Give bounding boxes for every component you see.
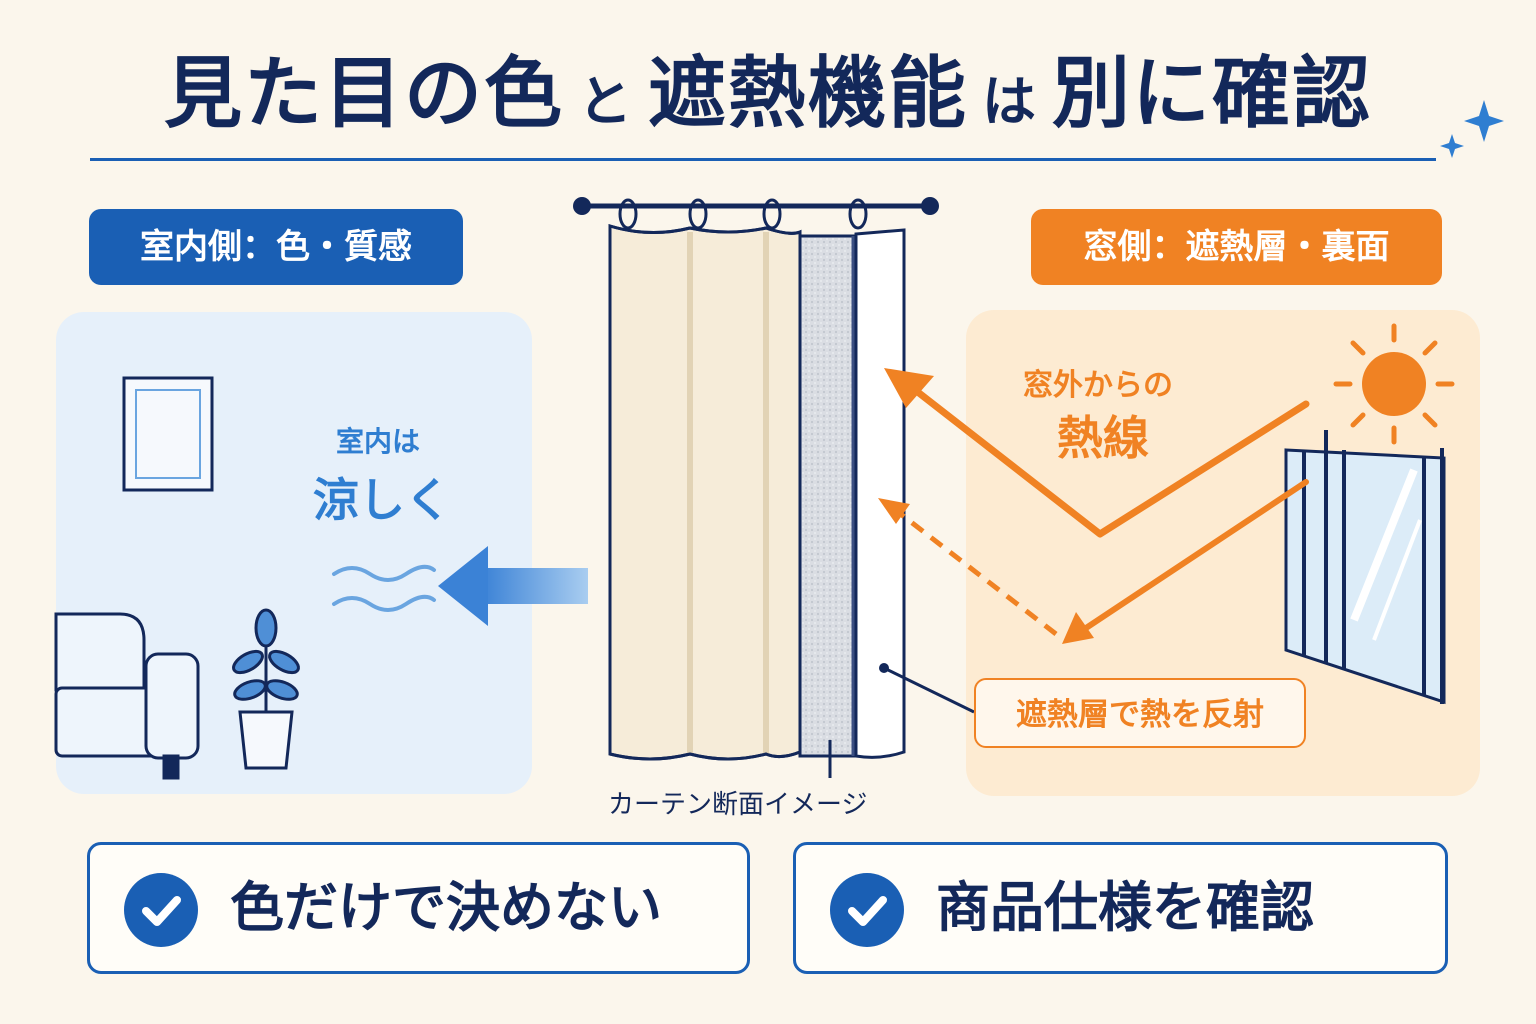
title-part-check: 別に確認 — [1052, 49, 1373, 139]
reflected-heat-dashed-arrow — [896, 510, 1058, 636]
title-part-heat: 遮熱機能 — [647, 49, 968, 139]
indoor-side-tag: 室内側：色・質感 — [89, 209, 463, 285]
sparkle-icon — [1440, 100, 1504, 158]
reflected-heat-arrowhead — [878, 498, 910, 524]
check-circle-icon — [124, 873, 198, 947]
heat-ray-arrowhead — [884, 368, 934, 408]
heat-ray-label-small: 窓外からの — [1023, 368, 1173, 403]
cool-air-arrow-icon — [438, 546, 588, 626]
curtain-caption: カーテン断面イメージ — [608, 790, 868, 820]
heat-ray-to-curtain-icon — [1077, 479, 1309, 635]
cool-air-wave-icon — [332, 564, 436, 612]
check-card-spec: 商品仕様を確認 — [793, 842, 1448, 974]
check-label: 色だけで決めない — [230, 876, 662, 939]
cool-label-big: 涼しく — [313, 473, 451, 527]
curtain-icon — [608, 223, 802, 761]
window-side-tag: 窓側：遮熱層・裏面 — [1031, 209, 1442, 285]
window-icon — [1284, 430, 1446, 705]
picture-frame-icon — [122, 376, 214, 492]
reflect-label-box: 遮熱層で熱を反射 — [974, 678, 1306, 748]
title-divider — [90, 158, 1436, 161]
cool-label-small: 室内は — [336, 425, 421, 458]
heat-ray-label-big: 熱線 — [1057, 411, 1149, 465]
sun-icon — [1333, 323, 1455, 445]
title-part-color: 見た目の色 — [163, 49, 564, 139]
check-card-color: 色だけで決めない — [87, 842, 750, 974]
heat-shield-layer — [798, 234, 857, 758]
title-particle-to: と — [577, 70, 634, 133]
check-circle-icon — [830, 873, 904, 947]
sofa-icon — [54, 612, 200, 780]
title-particle-wa: は — [982, 70, 1038, 133]
heat-ray-arrow-icon — [906, 382, 1310, 538]
heat-ray-lower-arrowhead — [1062, 612, 1094, 644]
curtain-rod-icon — [573, 197, 939, 230]
page-title: 見た目の色と遮熱機能は別に確認 — [0, 44, 1536, 152]
curtain-lining — [854, 228, 906, 759]
plant-icon — [232, 608, 300, 770]
check-label: 商品仕様を確認 — [936, 876, 1314, 939]
reflect-pointer-line — [883, 666, 975, 714]
